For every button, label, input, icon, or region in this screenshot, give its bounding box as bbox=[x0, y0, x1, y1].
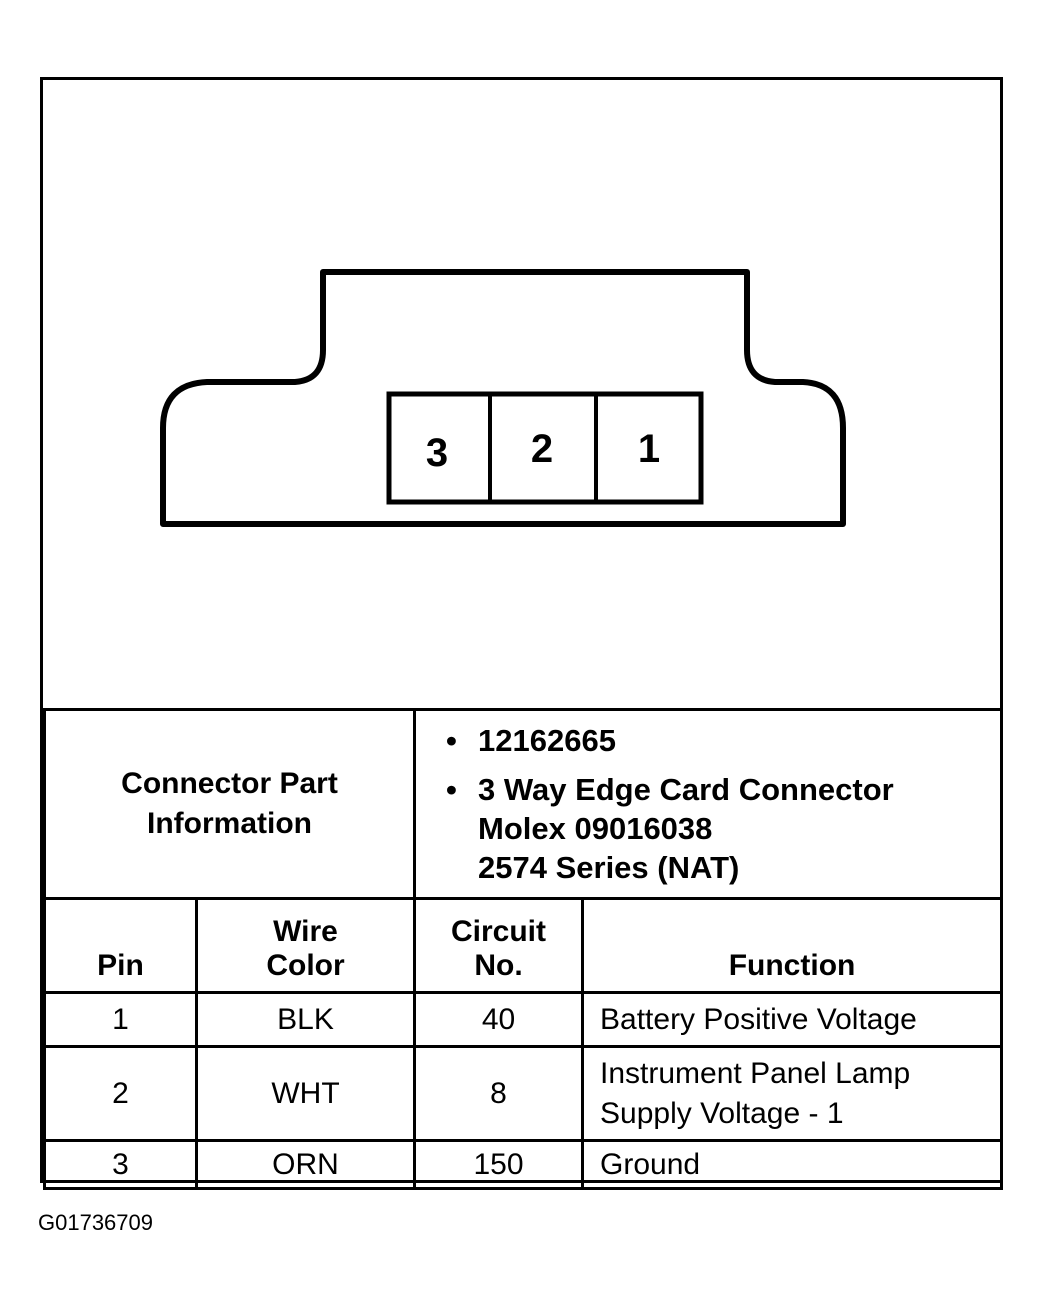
header-pin: Pin bbox=[43, 897, 198, 994]
connector-housing-outline bbox=[160, 269, 846, 527]
row-1-function: Battery Positive Voltage bbox=[581, 991, 1004, 1048]
part-info-row: Connector Part Information 12162665 3 Wa… bbox=[42, 708, 1004, 900]
connector-face-diagram: 3 2 1 bbox=[43, 80, 1000, 708]
row-3-circuit: 150 bbox=[413, 1139, 585, 1190]
pin-cavity-block bbox=[386, 391, 704, 505]
header-wire-color-line2: Color bbox=[266, 949, 345, 982]
part-number: 12162665 bbox=[478, 723, 616, 758]
header-circuit-line1: Circuit bbox=[451, 915, 547, 948]
part-number-item: 12162665 bbox=[446, 721, 1000, 760]
part-info-label-line2: Information bbox=[147, 807, 312, 840]
table-row: 1 BLK 40 Battery Positive Voltage bbox=[43, 991, 1004, 1048]
row-3-wire-color: ORN bbox=[194, 1139, 417, 1190]
row-1-pin: 1 bbox=[43, 991, 198, 1048]
header-circuit-line2: No. bbox=[474, 949, 523, 982]
row-2-function-line2: Supply Voltage - 1 bbox=[600, 1096, 844, 1130]
table-row: 3 ORN 150 Ground bbox=[43, 1139, 1004, 1190]
row-2-circuit: 8 bbox=[413, 1045, 585, 1142]
table-header-row: Pin Wire Color Circuit No. Function bbox=[43, 897, 1004, 994]
row-2-function: Instrument Panel Lamp Supply Voltage - 1 bbox=[581, 1045, 1004, 1142]
connector-info-frame: 3 2 1 Connector Part Information 1216266… bbox=[40, 77, 1004, 1190]
connector-info-table: Connector Part Information 12162665 3 Wa… bbox=[42, 708, 1004, 1190]
connector-face-svg: 3 2 1 bbox=[160, 269, 846, 527]
part-info-label-line1: Connector Part bbox=[121, 767, 338, 800]
part-description-line2: Molex 09016038 bbox=[478, 811, 713, 846]
row-2-function-line1: Instrument Panel Lamp bbox=[600, 1056, 911, 1090]
part-info-label-cell: Connector Part Information bbox=[42, 708, 417, 900]
row-3-function: Ground bbox=[581, 1139, 1004, 1190]
table-row: 2 WHT 8 Instrument Panel Lamp Supply Vol… bbox=[43, 1045, 1004, 1142]
row-1-circuit: 40 bbox=[413, 991, 585, 1048]
header-wire-color-line1: Wire bbox=[273, 915, 338, 948]
row-2-pin: 2 bbox=[43, 1045, 198, 1142]
row-3-pin: 3 bbox=[43, 1139, 198, 1190]
pin-cavity-label-1: 1 bbox=[638, 427, 660, 471]
row-1-wire-color: BLK bbox=[194, 991, 417, 1048]
header-circuit-no: Circuit No. bbox=[413, 897, 585, 994]
header-function: Function bbox=[581, 897, 1004, 994]
header-wire-color: Wire Color bbox=[194, 897, 417, 994]
part-description-item: 3 Way Edge Card Connector Molex 09016038… bbox=[446, 770, 1000, 887]
part-info-details-cell: 12162665 3 Way Edge Card Connector Molex… bbox=[413, 708, 1004, 900]
part-description-line1: 3 Way Edge Card Connector bbox=[478, 772, 894, 807]
part-info-list: 12162665 3 Way Edge Card Connector Molex… bbox=[416, 711, 1000, 897]
pin-cavity-label-3: 3 bbox=[426, 431, 448, 475]
row-2-wire-color: WHT bbox=[194, 1045, 417, 1142]
part-description-line3: 2574 Series (NAT) bbox=[478, 850, 740, 885]
figure-id: G01736709 bbox=[38, 1210, 153, 1235]
pin-cavity-label-2: 2 bbox=[531, 427, 553, 471]
